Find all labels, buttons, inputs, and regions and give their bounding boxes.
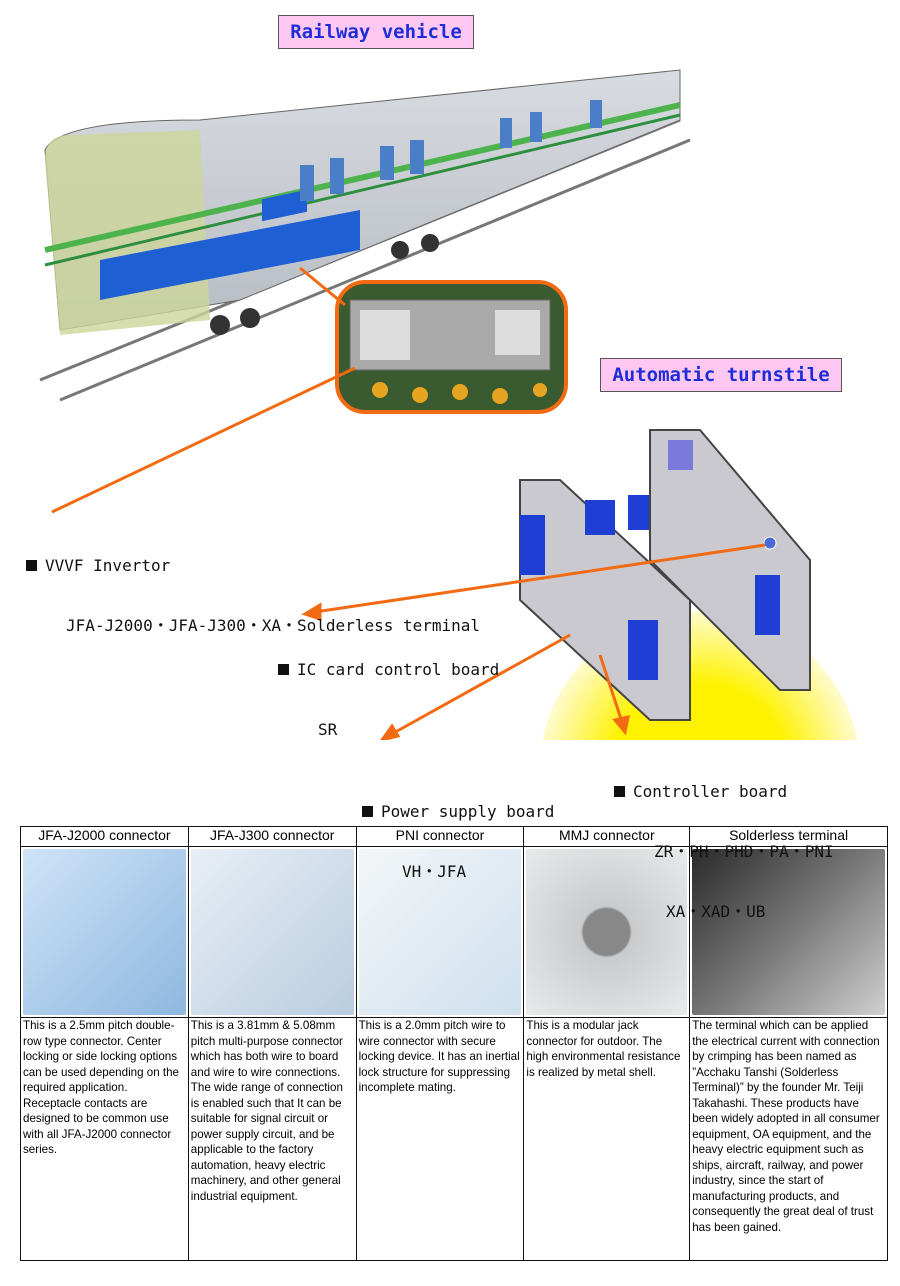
callout-arrows xyxy=(51,366,766,740)
column-header: JFA-J300 connector xyxy=(187,826,357,847)
label-title: IC card control board xyxy=(297,660,500,679)
vvvf-invertor-label: VVVF Invertor JFA-J2000・JFA-J300・XA・Sold… xyxy=(26,516,480,676)
train-illustration xyxy=(39,69,691,402)
power-supply-label: Power supply board VH・JFA xyxy=(362,762,554,922)
column-description: The terminal which can be applied the el… xyxy=(689,1017,888,1261)
label-title: Controller board xyxy=(633,782,788,801)
bullet-square-icon xyxy=(278,664,289,675)
label-parts: ZR・PH・PHD・PA・PNI xyxy=(654,842,834,861)
illustration xyxy=(39,69,858,740)
table-image-row xyxy=(20,846,888,1018)
ic-card-label: IC card control board SR xyxy=(278,620,499,780)
bullet-square-icon xyxy=(26,560,37,571)
label-parts: JFA-J2000・JFA-J300・XA・Solderless termina… xyxy=(66,616,481,635)
mmj-photo xyxy=(526,849,688,1015)
label-parts: XA・XAD・UB xyxy=(666,902,766,921)
solderless-terminal-photo xyxy=(692,849,885,1015)
label-parts: SR xyxy=(318,720,338,739)
inverter-inset xyxy=(335,280,568,414)
label-title: Power supply board xyxy=(381,802,555,821)
jfa-j2000-photo xyxy=(23,849,186,1015)
column-description: This is a 3.81mm & 5.08mm pitch multi-pu… xyxy=(187,1017,357,1261)
controller-board-label: Controller board ZR・PH・PHD・PA・PNI XA・XAD… xyxy=(614,742,834,962)
column-description: This is a 2.0mm pitch wire to wire conne… xyxy=(355,1017,525,1261)
automatic-turnstile-title: Automatic turnstile xyxy=(600,358,842,392)
pni-photo xyxy=(358,849,522,1015)
turnstile-illustration xyxy=(519,429,811,721)
label-parts: VH・JFA xyxy=(402,862,467,881)
column-description: This is a modular jack connector for out… xyxy=(523,1017,691,1261)
label-title: VVVF Invertor xyxy=(45,556,171,575)
column-description: This is a 2.5mm pitch double-row type co… xyxy=(20,1017,189,1261)
column-header: Solderless terminal xyxy=(689,826,888,847)
table-text-row: This is a 2.5mm pitch double-row type co… xyxy=(20,1017,888,1261)
railway-vehicle-title: Railway vehicle xyxy=(278,15,474,49)
column-header: JFA-J2000 connector xyxy=(20,826,189,847)
table-header-row: JFA-J2000 connector JFA-J300 connector P… xyxy=(20,826,888,847)
jfa-j300-photo xyxy=(190,849,354,1015)
connector-table: JFA-J2000 connector JFA-J300 connector P… xyxy=(20,826,888,1261)
bullet-square-icon xyxy=(362,806,373,817)
bullet-square-icon xyxy=(614,786,625,797)
